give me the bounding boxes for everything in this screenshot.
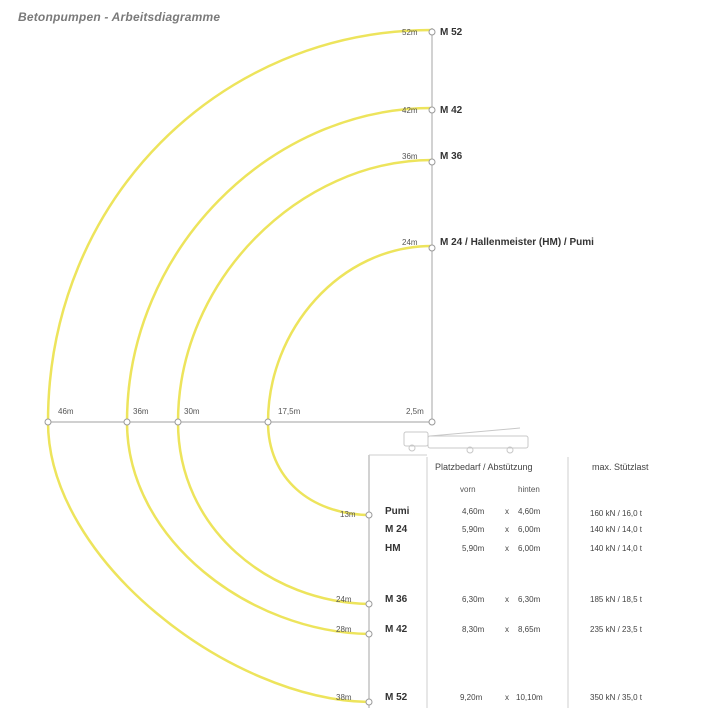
table-header-max-load: max. Stützlast <box>592 462 649 472</box>
truck-sketch <box>403 427 529 454</box>
row-x-m42: x <box>505 625 509 634</box>
row-x-m36: x <box>505 595 509 604</box>
depth-label-24m: 24m <box>336 595 352 604</box>
model-label-m36: M 36 <box>440 151 463 162</box>
model-label-m42: M 42 <box>440 105 463 116</box>
row-model-pumi: Pumi <box>385 506 410 517</box>
reach-label-17-5m: 17,5m <box>278 407 301 416</box>
height-label-m42: 42m <box>402 106 418 115</box>
reach-arc-m36 <box>176 158 433 606</box>
row-model-m24: M 24 <box>385 524 408 535</box>
depth-label-38m: 38m <box>336 693 352 702</box>
reach-label-30m: 30m <box>184 407 200 416</box>
row-back-hm: 6,00m <box>518 544 541 553</box>
reach-arc-m24 <box>266 244 433 517</box>
axis-nodes <box>44 28 436 706</box>
row-load-m36: 185 kN / 18,5 t <box>590 595 643 604</box>
reach-label-46m: 46m <box>58 407 74 416</box>
row-load-m24: 140 kN / 14,0 t <box>590 525 643 534</box>
depth-label-28m: 28m <box>336 625 352 634</box>
row-x-pumi: x <box>505 507 509 516</box>
row-load-m42: 235 kN / 23,5 t <box>590 625 643 634</box>
height-label-m36: 36m <box>402 152 418 161</box>
reach-label-36m: 36m <box>133 407 149 416</box>
table-header-front: vorn <box>460 485 476 494</box>
reach-arc-m52 <box>46 28 433 704</box>
row-front-m52: 9,20m <box>460 693 483 702</box>
height-label-m52: 52m <box>402 28 418 37</box>
row-x-hm: x <box>505 544 509 553</box>
row-model-m42: M 42 <box>385 624 408 635</box>
row-x-m24: x <box>505 525 509 534</box>
reach-label-2-5m: 2,5m <box>406 407 424 416</box>
row-load-m52: 350 kN / 35,0 t <box>590 693 643 702</box>
depth-label-13m: 13m <box>340 510 356 519</box>
row-back-pumi: 4,60m <box>518 507 541 516</box>
row-back-m42: 8,65m <box>518 625 541 634</box>
table-header-back: hinten <box>518 485 540 494</box>
row-model-hm: HM <box>385 543 401 554</box>
row-front-m42: 8,30m <box>462 625 485 634</box>
row-front-m36: 6,30m <box>462 595 485 604</box>
row-front-m24: 5,90m <box>462 525 485 534</box>
row-load-pumi: 160 kN / 16,0 t <box>590 509 643 518</box>
row-model-m52: M 52 <box>385 692 408 703</box>
model-label-m52: M 52 <box>440 27 463 38</box>
diagram-title: Betonpumpen - Arbeitsdiagramme <box>18 10 221 24</box>
row-back-m52: 10,10m <box>516 693 543 702</box>
row-x-m52: x <box>505 693 509 702</box>
row-back-m24: 6,00m <box>518 525 541 534</box>
row-load-hm: 140 kN / 14,0 t <box>590 544 643 553</box>
row-model-m36: M 36 <box>385 594 408 605</box>
height-label-m24: 24m <box>402 238 418 247</box>
row-back-m36: 6,30m <box>518 595 541 604</box>
model-label-m24: M 24 / Hallenmeister (HM) / Pumi <box>440 237 594 248</box>
row-front-pumi: 4,60m <box>462 507 485 516</box>
row-front-hm: 5,90m <box>462 544 485 553</box>
reach-arc-m42 <box>125 106 433 636</box>
table-header-space: Platzbedarf / Abstützung <box>435 462 533 472</box>
